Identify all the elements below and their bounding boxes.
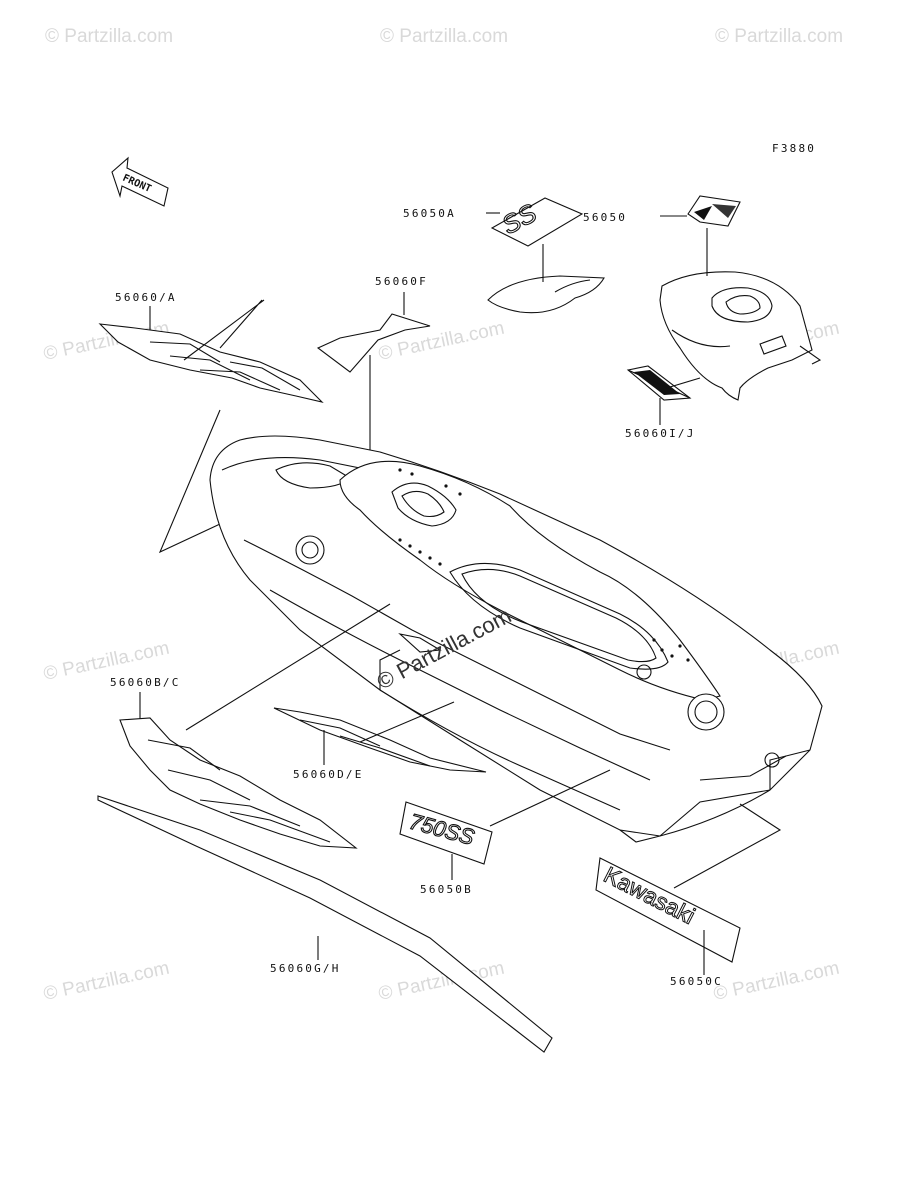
callout-56050B: 56050B	[420, 883, 473, 896]
ss-emblem-decal: SS	[490, 197, 584, 247]
callout-56060IJ: 56060I/J	[625, 427, 696, 440]
watermark: © Partzilla.com	[715, 26, 843, 47]
callout-56060DE: 56060D/E	[293, 768, 364, 781]
leader-line	[673, 803, 782, 889]
watermark: © Partzilla.com	[45, 26, 173, 47]
decal-56060gh	[97, 795, 553, 1053]
pole-cover	[659, 228, 822, 401]
watermark: © Partzilla.com	[42, 958, 172, 1005]
decal-56060ij	[626, 365, 701, 425]
figure-code: F3880	[772, 142, 816, 155]
callout-56060GH: 56060G/H	[270, 962, 341, 975]
callout-56050A: 56050A	[403, 207, 456, 220]
jetski-logo-decal	[687, 195, 741, 227]
leader-line	[489, 769, 611, 827]
decal-56060f	[316, 292, 431, 455]
callout-56050C: 56050C	[670, 975, 723, 988]
callout-56060F: 56060F	[375, 275, 428, 288]
decal-56060bc	[119, 603, 391, 849]
callout-56060A: 56060/A	[115, 291, 177, 304]
callout-56050: 56050	[583, 211, 627, 224]
watermark: © Partzilla.com	[380, 26, 508, 47]
jetski-hull	[209, 435, 823, 843]
callout-56060BC: 56060B/C	[110, 676, 181, 689]
decal-56060a	[98, 299, 324, 403]
decal-56060de	[273, 701, 487, 773]
hood-panel	[487, 244, 605, 314]
leader-line	[659, 377, 701, 391]
watermark: © Partzilla.com	[712, 958, 842, 1005]
leader-line	[359, 701, 455, 743]
750ss-emblem: 750SS	[399, 769, 611, 880]
front-arrow: FRONT	[111, 156, 169, 207]
